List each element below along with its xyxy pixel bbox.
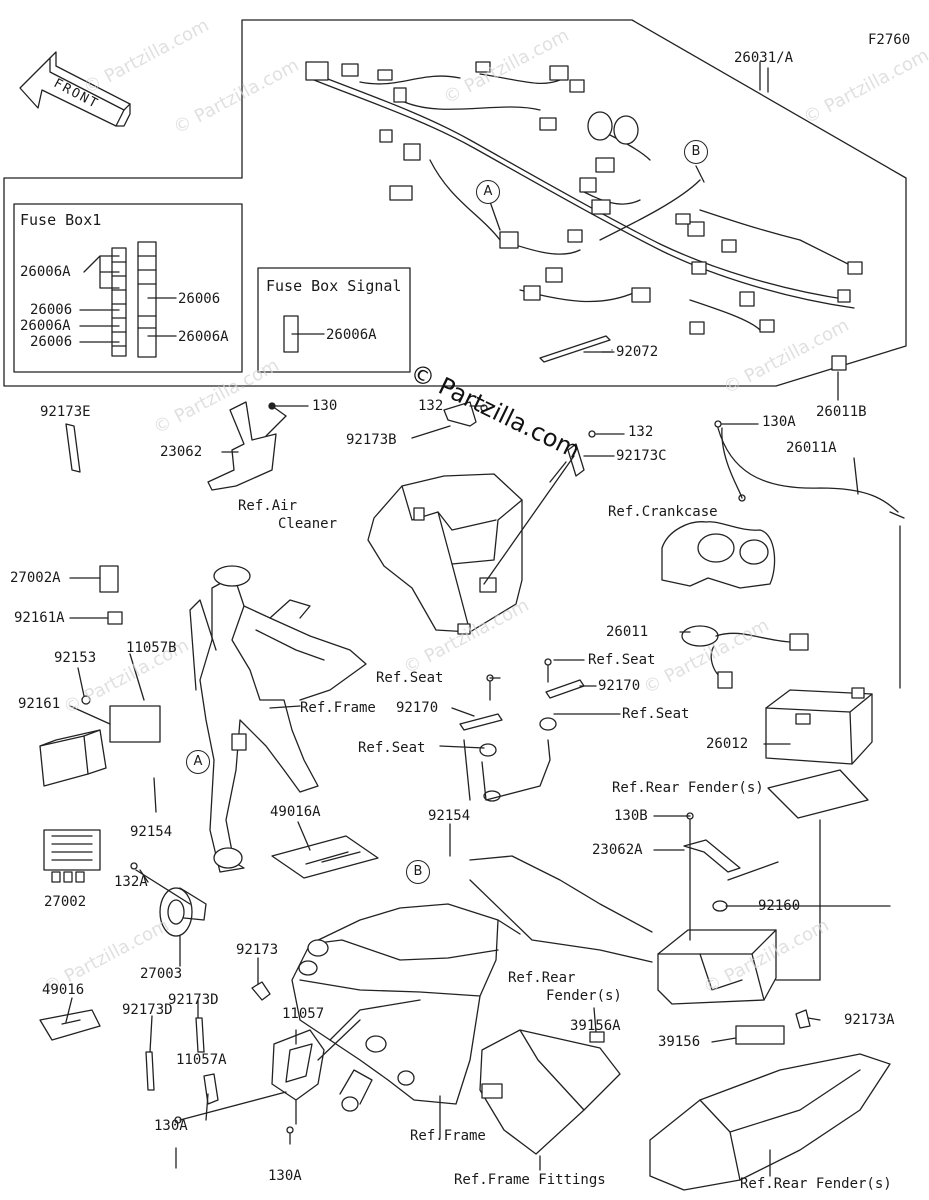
crankcase-shape [661,521,776,589]
part-label: 27002A [10,570,61,586]
part-label: 26012 [706,736,749,752]
part-label: 92154 [428,808,471,824]
part-label: 130 [312,398,338,414]
ref-label: Ref.Rear Fender(s) [740,1176,892,1192]
ref-label: Ref.Seat [622,706,690,722]
part-label: 26031/A [734,50,794,66]
ref-label: Ref.Seat [358,740,426,756]
fuse-label: 26006 [30,302,73,318]
part-label: 11057A [176,1052,227,1068]
part-label: 49016A [270,804,321,820]
fuse-box-1-panel [13,203,243,373]
battery-case [657,929,777,1005]
part-label: 130A [762,414,796,430]
ref-label: Ref.Frame Fittings [454,1172,606,1188]
part-label: 92173C [616,448,667,464]
ref-label: Ref.Frame [410,1128,486,1144]
fuse-label: 26006A [20,264,71,280]
part-label: 92170 [396,700,439,716]
marker-a: A [476,180,500,204]
part-label: 92173B [346,432,397,448]
part-label: 27002 [44,894,87,910]
fuse-label: 26006 [178,291,221,307]
part-label: 92160 [758,898,801,914]
part-label: 26011B [816,404,867,420]
part-label: 92173 [236,942,279,958]
part-label: 39156A [570,1018,621,1034]
rear-fender [649,1053,891,1191]
part-label: 92173D [122,1002,173,1018]
part-label: 92161A [14,610,65,626]
part-label: 132 [418,398,444,414]
part-label: 92154 [130,824,173,840]
fuse-label: 26006A [178,329,229,345]
part-label: 11057B [126,640,177,656]
ref-label: Fender(s) [546,988,622,1004]
fuse-box-signal-title: Fuse Box Signal [266,277,402,295]
ref-label: Ref.Seat [588,652,656,668]
ref-label: Ref.Rear Fender(s) [612,780,764,796]
marker-a: A [186,750,210,774]
main-harness-wire [309,71,851,301]
part-label: 92161 [18,696,61,712]
part-label: 92153 [54,650,97,666]
part-label: 92173E [40,404,91,420]
ref-label: Ref.Air [238,498,298,514]
part-label: 23062A [592,842,643,858]
ref-label: Ref.Rear [508,970,576,986]
part-label: 130A [154,1118,188,1134]
part-label: 49016 [42,982,85,998]
part-label: 130A [268,1168,302,1184]
fuse-label: 26006A [326,327,377,343]
part-label: 11057 [282,1006,325,1022]
bracket-23062 [207,401,277,491]
part-label: 130B [614,808,648,824]
part-label: 39156 [658,1034,701,1050]
front-frame [199,575,319,873]
marker-b: B [406,860,430,884]
ref-label: Ref.Seat [376,670,444,686]
part-label: 27003 [140,966,183,982]
marker-b: B [684,140,708,164]
front-arrow-shape [19,57,125,127]
ref-label: Ref.Crankcase [608,504,718,520]
part-label: 23062 [160,444,203,460]
ref-label: Cleaner [278,516,338,532]
fuse-box-1-title: Fuse Box1 [20,211,102,229]
fuse-box-signal-panel [257,267,411,373]
part-label: 26011 [606,624,649,640]
fuse-label: 26006 [30,334,73,350]
part-label: 92173A [844,1012,895,1028]
regulator-27002 [43,829,101,871]
part-label: 26011A [786,440,837,456]
figure-code: F2760 [868,32,911,48]
ref-label: Ref.Frame [300,700,376,716]
harness-group-outline [3,19,907,387]
part-label: 92170 [598,678,641,694]
relay-11057 [271,1029,325,1101]
part-label: 92072 [616,344,659,360]
part-label: 132 [628,424,654,440]
fuse-label: 26006A [20,318,71,334]
battery-shape [765,689,873,765]
part-label: 132A [114,874,148,890]
part-label: 92173D [168,992,219,1008]
